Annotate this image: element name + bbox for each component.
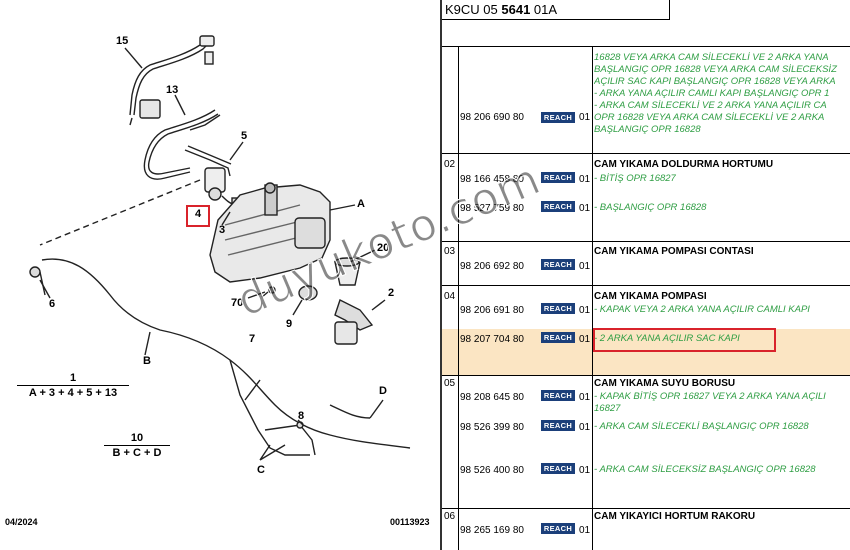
parts-row-02: 02 CAM YIKAMA DOLDURMA HORTUMU 98 166 45… bbox=[442, 153, 850, 242]
part-description: 16828 VEYA ARKA CAM SİLECEKLİ VE 2 ARKA … bbox=[594, 52, 849, 136]
group-title: CAM YIKAMA DOLDURMA HORTUMU bbox=[594, 159, 774, 170]
description-highlight-box bbox=[593, 328, 776, 352]
callout-5: 5 bbox=[241, 130, 248, 142]
parts-row-06: 06 CAM YIKAYICI HORTUM RAKORU 98 265 169… bbox=[442, 508, 850, 550]
part-number[interactable]: 98 166 458 80 bbox=[460, 174, 524, 185]
group-number: 02 bbox=[444, 159, 456, 170]
parts-list-subheader bbox=[442, 20, 850, 47]
quantity: 01 bbox=[579, 525, 591, 536]
formula-10-parts: B + C + D bbox=[104, 445, 170, 459]
part-number[interactable]: 98 206 691 80 bbox=[460, 305, 524, 316]
group-number: 04 bbox=[444, 291, 456, 302]
parts-diagram: 15 13 5 4 3 A 20 6 70 9 2 7 B D 8 C 1 A … bbox=[5, 35, 430, 527]
assembly-formula-10: 10 B + C + D bbox=[104, 432, 170, 459]
reach-badge: REACH bbox=[541, 523, 575, 534]
quantity: 01 bbox=[579, 334, 591, 345]
selected-row-highlight bbox=[442, 329, 850, 375]
parts-list: K9CU 05 5641 01A 98 206 690 80 REACH 01 … bbox=[442, 0, 850, 550]
part-number[interactable]: 98 206 692 80 bbox=[460, 261, 524, 272]
callout-4: 4 bbox=[195, 208, 202, 220]
reach-badge: REACH bbox=[541, 259, 575, 270]
formula-10-number: 10 bbox=[130, 432, 144, 444]
diagram-drawing bbox=[29, 35, 411, 461]
desc-line: BAŞLANGIÇ OPR 16828 VEYA ARKA CAM SİLECE… bbox=[594, 64, 837, 75]
callout-2: 2 bbox=[388, 287, 395, 299]
part-number[interactable]: 98 527 759 80 bbox=[460, 203, 524, 214]
desc-line: BAŞLANGIÇ OPR 16828 bbox=[594, 124, 701, 135]
parts-row-continued: 98 206 690 80 REACH 01 16828 VEYA ARKA C… bbox=[442, 46, 850, 154]
quantity: 01 bbox=[579, 174, 591, 185]
reach-badge: REACH bbox=[541, 303, 575, 314]
desc-line: 16827 bbox=[594, 403, 621, 414]
callout-7: 7 bbox=[249, 333, 256, 345]
quantity: 01 bbox=[579, 465, 591, 476]
part-description: - ARKA CAM SİLECEKLİ BAŞLANGIÇ OPR 16828 bbox=[594, 421, 809, 432]
parts-row-05: 05 CAM YIKAMA SUYU BORUSU 98 208 645 80 … bbox=[442, 375, 850, 509]
quantity: 01 bbox=[579, 305, 591, 316]
group-title: CAM YIKAMA SUYU BORUSU bbox=[594, 378, 736, 389]
callout-6: 6 bbox=[49, 298, 56, 310]
formula-1-parts: A + 3 + 4 + 5 + 13 bbox=[17, 385, 129, 399]
quantity: 01 bbox=[579, 392, 591, 403]
quantity: 01 bbox=[579, 261, 591, 272]
quantity: 01 bbox=[579, 422, 591, 433]
part-number-selected[interactable]: 98 207 704 80 bbox=[460, 334, 524, 345]
assembly-formula-1: 1 A + 3 + 4 + 5 + 13 bbox=[17, 372, 129, 399]
quantity: 01 bbox=[579, 112, 591, 123]
callout-9: 9 bbox=[286, 318, 293, 330]
group-title: CAM YIKAYICI HORTUM RAKORU bbox=[594, 511, 756, 522]
quantity: 01 bbox=[579, 203, 591, 214]
reach-badge: REACH bbox=[541, 420, 575, 431]
part-description: - BAŞLANGIÇ OPR 16828 bbox=[594, 202, 707, 213]
desc-line: - ARKA CAM SİLECEKLİ VE 2 ARKA YANA AÇIL… bbox=[594, 100, 827, 111]
desc-line: OPR 16828 VEYA ARKA CAM SİLECEKLİ VE 2 A… bbox=[594, 112, 825, 123]
callout-8: 8 bbox=[298, 410, 305, 422]
part-description: - BİTİŞ OPR 16827 bbox=[594, 173, 676, 184]
part-number[interactable]: 98 206 690 80 bbox=[460, 112, 524, 123]
callout-13: 13 bbox=[166, 84, 179, 96]
part-description-selected: - 2 ARKA YANA AÇILIR SAC KAPI bbox=[594, 333, 740, 344]
callout-20: 20 bbox=[377, 242, 390, 254]
callout-D: D bbox=[379, 385, 387, 397]
part-number[interactable]: 98 208 645 80 bbox=[460, 392, 524, 403]
callout-B: B bbox=[143, 355, 151, 367]
callout-4-highlight-box bbox=[186, 205, 210, 227]
desc-line: AÇILIR SAC KAPI BAŞLANGIÇ OPR 16828 VEYA… bbox=[594, 76, 836, 87]
group-number: 06 bbox=[444, 511, 456, 522]
part-number[interactable]: 98 526 399 80 bbox=[460, 422, 524, 433]
part-description: - KAPAK VEYA 2 ARKA YANA AÇILIR CAMLI KA… bbox=[594, 304, 810, 315]
part-description: - KAPAK BİTİŞ OPR 16827 VEYA 2 ARKA YANA… bbox=[594, 391, 849, 415]
desc-line: 16828 VEYA ARKA CAM SİLECEKLİ VE 2 ARKA … bbox=[594, 52, 829, 63]
callout-15: 15 bbox=[116, 35, 129, 47]
desc-line: - KAPAK BİTİŞ OPR 16827 VEYA 2 ARKA YANA… bbox=[594, 391, 826, 402]
diagram-date: 04/2024 bbox=[5, 517, 38, 527]
callout-70: 70 bbox=[231, 297, 244, 309]
callout-A: A bbox=[357, 198, 365, 210]
reach-badge: REACH bbox=[541, 463, 575, 474]
reach-badge: REACH bbox=[541, 332, 575, 343]
group-title: CAM YIKAMA POMPASI CONTASI bbox=[594, 246, 754, 257]
header-code-prefix: K9CU 05 bbox=[445, 2, 502, 17]
group-number: 05 bbox=[444, 378, 456, 389]
reach-badge: REACH bbox=[541, 201, 575, 212]
reach-badge: REACH bbox=[541, 172, 575, 183]
reach-badge: REACH bbox=[541, 112, 575, 123]
part-number[interactable]: 98 265 169 80 bbox=[460, 525, 524, 536]
panel-divider bbox=[440, 0, 442, 550]
parts-list-header: K9CU 05 5641 01A bbox=[442, 0, 670, 20]
group-number: 03 bbox=[444, 246, 456, 257]
part-number[interactable]: 98 526 400 80 bbox=[460, 465, 524, 476]
header-code-suffix: 01A bbox=[530, 2, 558, 17]
parts-row-04: 04 CAM YIKAMA POMPASI 98 206 691 80 REAC… bbox=[442, 285, 850, 376]
desc-line: - ARKA YANA AÇILIR CAMLI KAPI BAŞLANGIÇ … bbox=[594, 88, 830, 99]
part-description: - ARKA CAM SİLECEKSİZ BAŞLANGIÇ OPR 1682… bbox=[594, 464, 816, 475]
parts-row-03: 03 CAM YIKAMA POMPASI CONTASI 98 206 692… bbox=[442, 241, 850, 286]
formula-1-number: 1 bbox=[69, 372, 77, 384]
header-code-bold: 5641 bbox=[501, 2, 531, 17]
group-title: CAM YIKAMA POMPASI bbox=[594, 291, 707, 302]
diagram-reference: 00113923 bbox=[390, 517, 430, 527]
callout-3: 3 bbox=[219, 224, 226, 236]
callout-C: C bbox=[257, 464, 265, 476]
reach-badge: REACH bbox=[541, 390, 575, 401]
